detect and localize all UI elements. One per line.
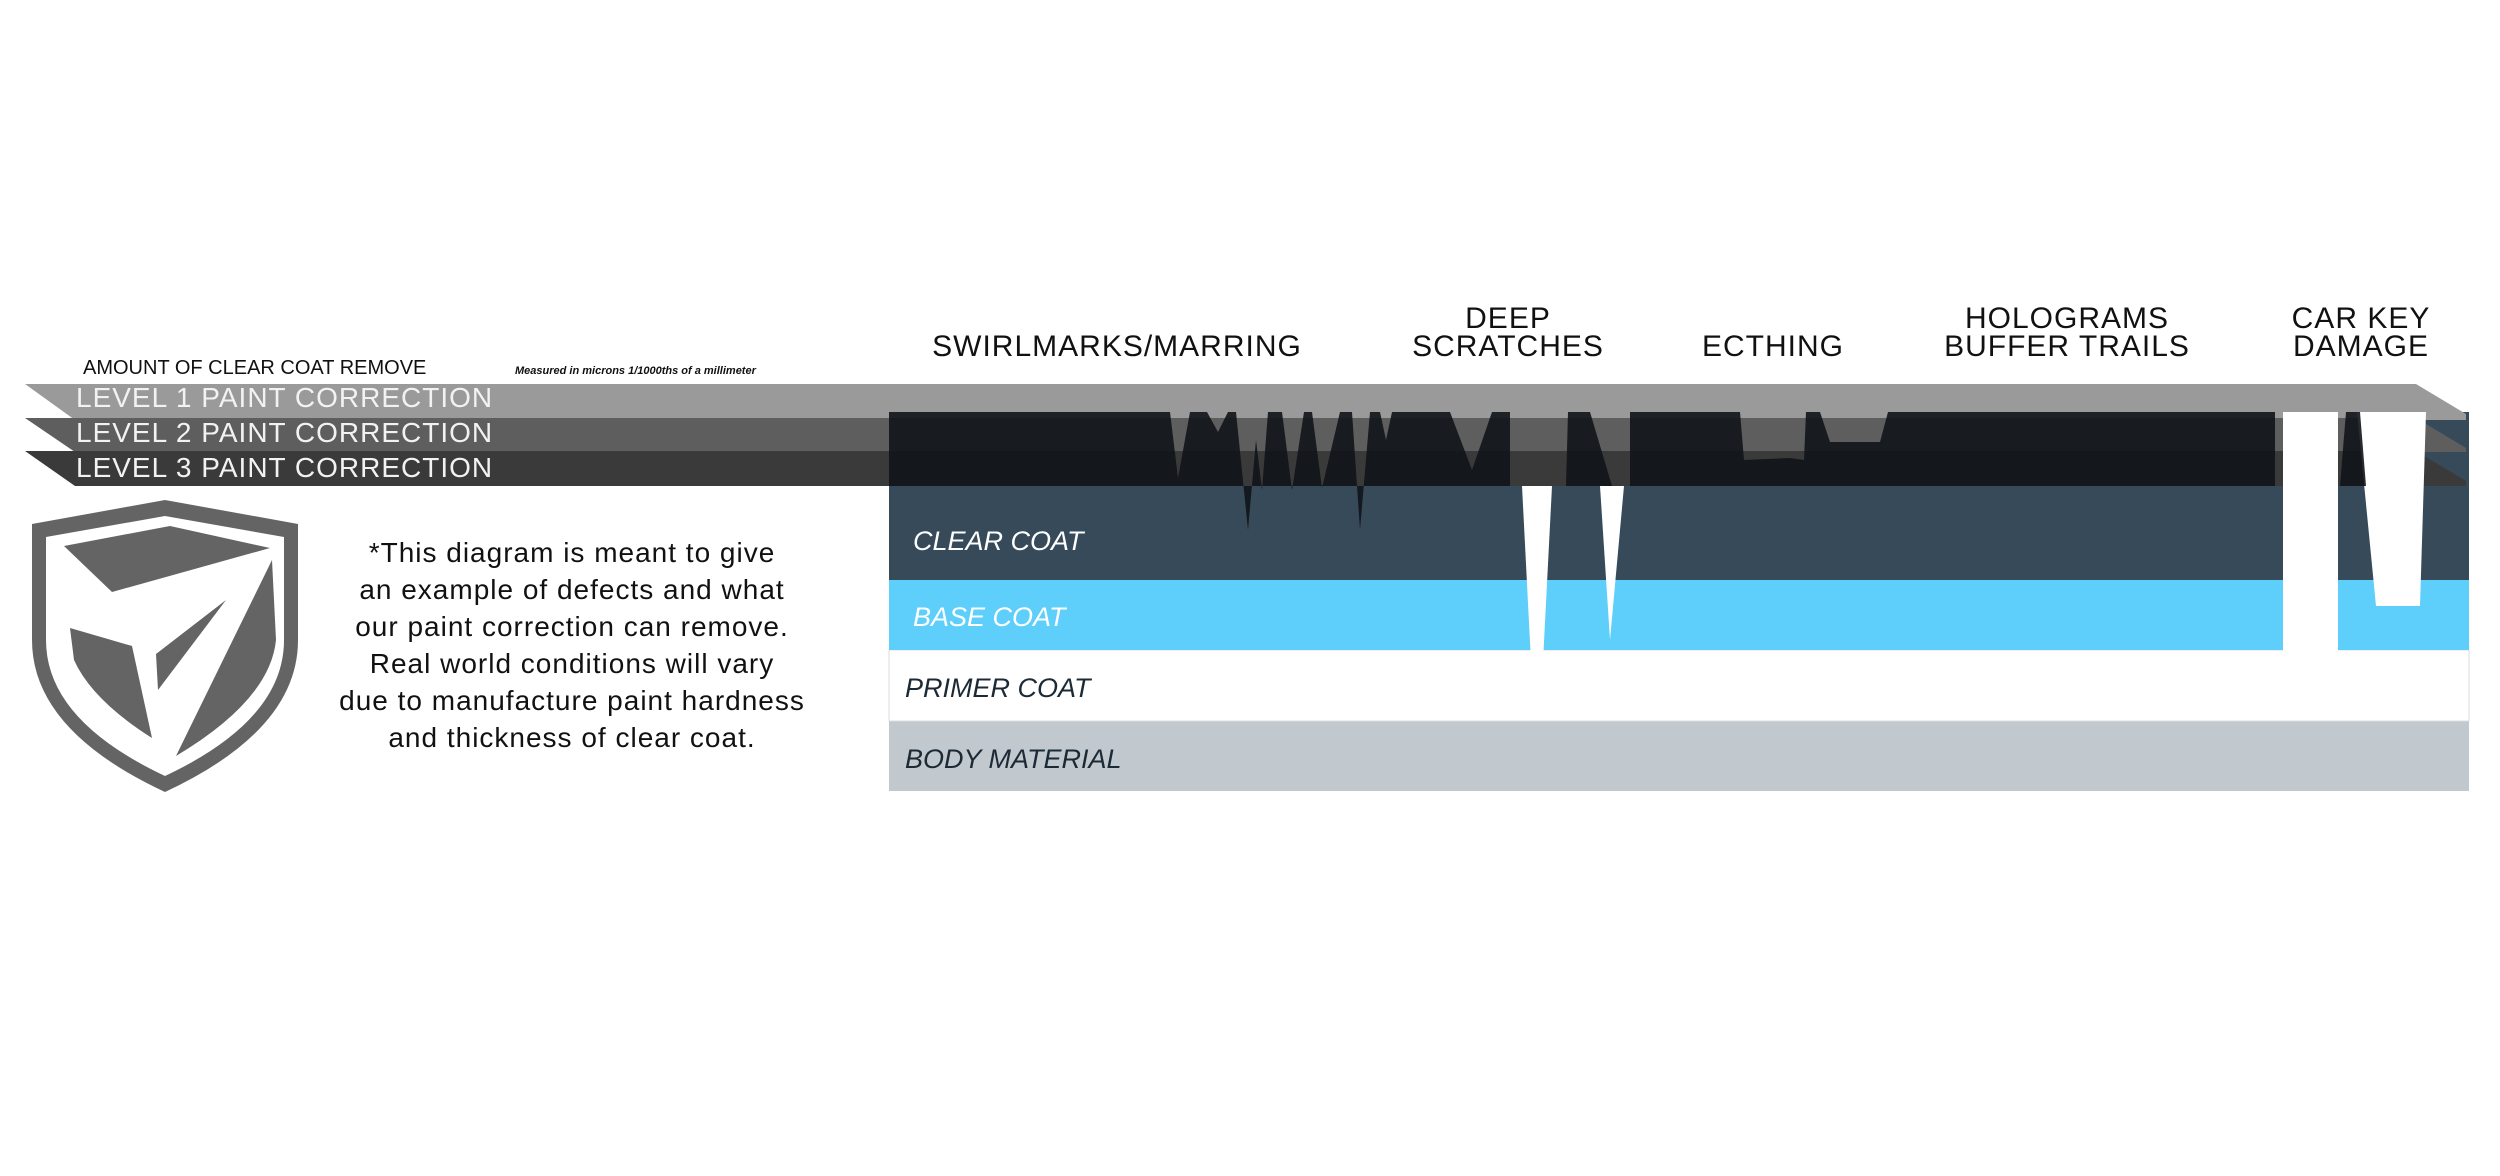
- car-key-dark: [2340, 412, 2366, 486]
- defect-headers: SWIRLMARKS/MARRING DEEP SCRATCHES ECTHIN…: [932, 302, 2431, 363]
- disclaimer-line-6: and thickness of clear coat.: [388, 722, 755, 753]
- header-car-key-line2: DAMAGE: [2293, 330, 2429, 363]
- header-swirlmarks: SWIRLMARKS/MARRING: [932, 330, 1302, 363]
- disclaimer-line-3: our paint correction can remove.: [355, 611, 789, 642]
- layer-labels: CLEAR COAT BASE COAT PRIMER COAT BODY MA…: [905, 526, 1122, 774]
- swirlmarks-profile: [889, 412, 1510, 530]
- disclaimer-line-4: Real world conditions will vary: [370, 648, 774, 679]
- primer-coat-layer: [888, 649, 2470, 722]
- body-material-layer: [889, 721, 2469, 791]
- body-material-label: BODY MATERIAL: [905, 744, 1122, 774]
- base-coat-layer: [889, 580, 2469, 650]
- measure-note: Measured in microns 1/1000ths of a milli…: [515, 365, 757, 377]
- level-3-label: LEVEL 3 PAINT CORRECTION: [76, 452, 493, 483]
- header-holograms-line1: HOLOGRAMS: [1965, 302, 2169, 335]
- deep-scratch-v1: [1522, 486, 1552, 720]
- deep-scratch-v2: [1600, 486, 1624, 640]
- header-deep-scratches-line1: DEEP: [1465, 302, 1551, 335]
- car-key-gouge-2: [2357, 412, 2426, 606]
- level-2-label: LEVEL 2 PAINT CORRECTION: [76, 417, 493, 448]
- clear-coat-heading: AMOUNT OF CLEAR COAT REMOVE: [83, 357, 426, 379]
- header-etching: ECTHING: [1702, 330, 1844, 363]
- disclaimer-line-2: an example of defects and what: [359, 574, 784, 605]
- etching-profile: [1630, 412, 2275, 486]
- level-1-label: LEVEL 1 PAINT CORRECTION: [76, 382, 493, 413]
- disclaimer-line-1: *This diagram is meant to give: [369, 537, 776, 568]
- shield-logo-icon: [32, 500, 298, 792]
- disclaimer-line-5: due to manufacture paint hardness: [339, 685, 805, 716]
- car-key-gouge-1: [2283, 412, 2338, 718]
- header-car-key-line1: CAR KEY: [2292, 302, 2431, 335]
- defect-profiles: [889, 412, 2426, 720]
- header-deep-scratches-line2: SCRATCHES: [1412, 330, 1604, 363]
- level-1-band: [25, 384, 2466, 420]
- primer-coat-label: PRIMER COAT: [905, 673, 1093, 703]
- deep-scratch-wedge-1: [1566, 412, 1612, 486]
- base-coat-label: BASE COAT: [913, 602, 1068, 632]
- disclaimer: *This diagram is meant to give an exampl…: [339, 537, 805, 753]
- clear-coat-label: CLEAR COAT: [913, 526, 1086, 556]
- header-holograms-line2: BUFFER TRAILS: [1944, 330, 2190, 363]
